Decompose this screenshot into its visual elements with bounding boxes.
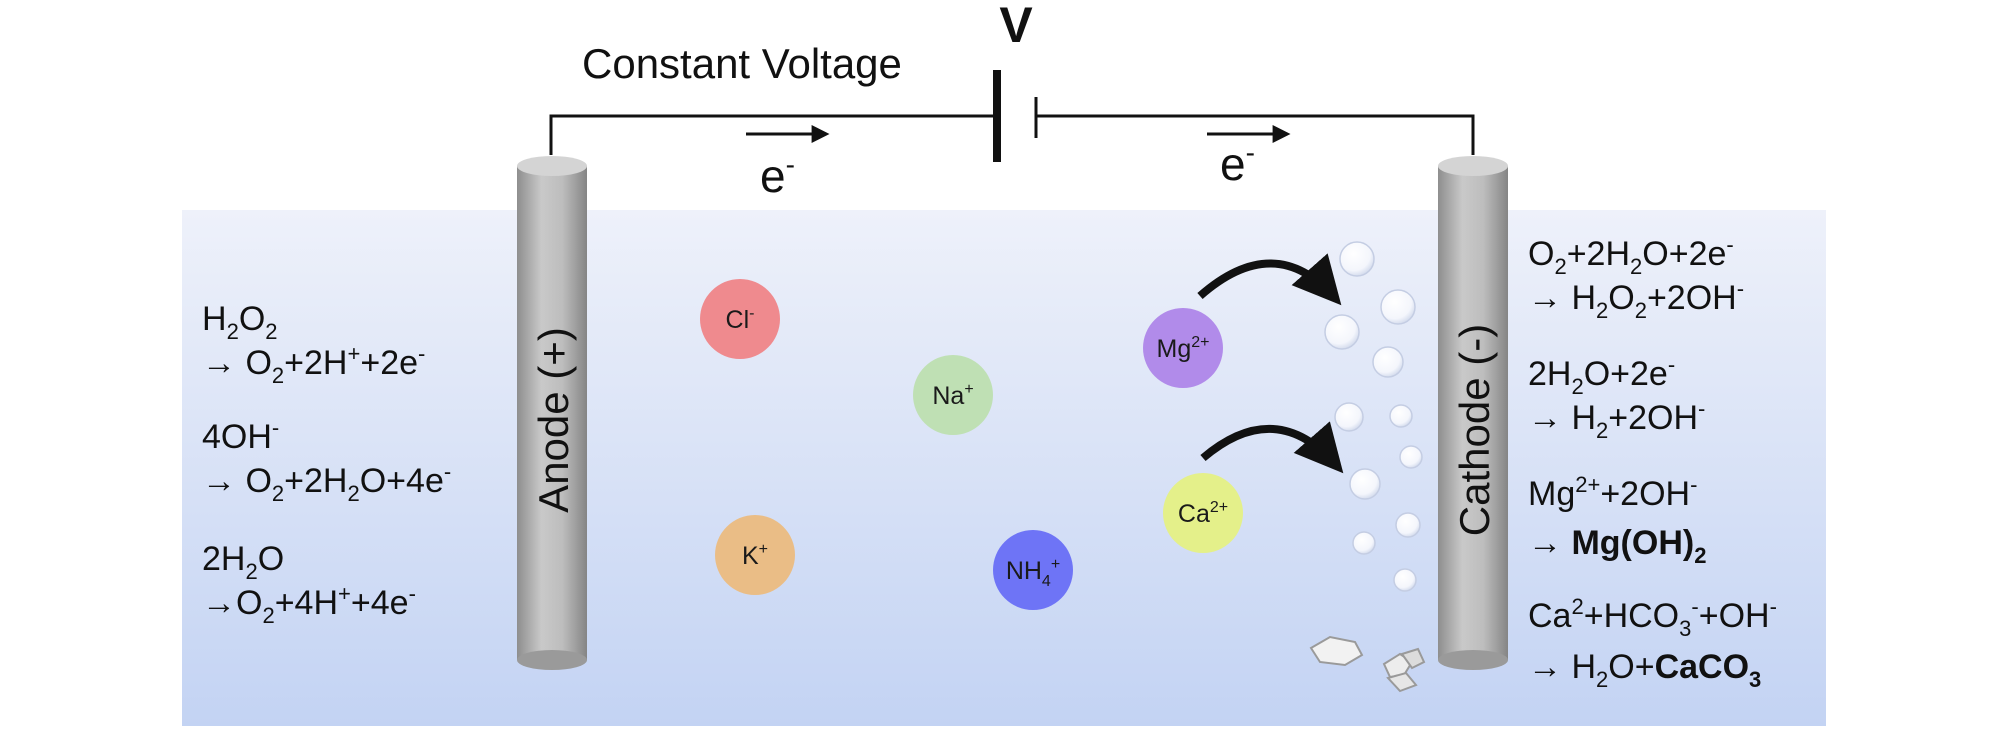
cathode-electrode: Cathode (-) <box>1438 156 1508 670</box>
bubble <box>1352 531 1376 555</box>
bubble <box>1324 314 1360 350</box>
ion-ca: Ca2+ <box>1163 473 1243 553</box>
bubble <box>1334 402 1364 432</box>
battery-symbol <box>993 70 1038 162</box>
svg-text:K+: K+ <box>742 541 768 570</box>
anode-reaction-3-line1: 2H2O <box>202 540 284 584</box>
anode-reaction-1-line2: → O2+2H++2e- <box>202 341 425 388</box>
anode-reactions: H2O2 → O2+2H++2e- 4OH- → O2+2H2O+4e- 2H2… <box>202 300 451 628</box>
bubble <box>1380 289 1416 325</box>
migration-arrow-ca <box>1200 421 1344 474</box>
svg-text:Ca2+: Ca2+ <box>1178 499 1228 528</box>
cathode-reaction-2-line1: 2H2O+2e- <box>1528 352 1675 399</box>
cathode-reaction-4-line2: → H2O+CaCO3 <box>1528 648 1761 692</box>
anode-electrode: Anode (+) <box>517 156 587 670</box>
bubble <box>1339 241 1375 277</box>
precipitate-crystals <box>1309 635 1426 693</box>
bubble <box>1389 404 1413 428</box>
gas-bubbles <box>1324 241 1423 592</box>
ion-na: Na+ <box>913 355 993 435</box>
migration-arrow-mg <box>1197 253 1342 306</box>
cathode-reaction-2-line2: → H2+2OH- <box>1528 396 1705 443</box>
cathode-reactions: O2+2H2O+2e- → H2O2+2OH- 2H2O+2e- → H2+2O… <box>1528 232 1777 692</box>
svg-text:Cl-: Cl- <box>726 305 755 334</box>
circuit-title: Constant Voltage <box>582 40 902 87</box>
anode-reaction-2-line1: 4OH- <box>202 415 279 456</box>
ion-nh4: NH4+ <box>993 530 1073 610</box>
bubble <box>1372 346 1404 378</box>
cathode-label: Cathode (-) <box>1451 324 1498 536</box>
ion-cl: Cl- <box>700 279 780 359</box>
circuit-wire <box>549 114 1475 155</box>
electrolyte-solution <box>182 210 1826 726</box>
bubble <box>1393 568 1417 592</box>
cathode-reaction-3-line1: Mg2++2OH- <box>1528 472 1697 513</box>
anode-reaction-2-line2: → O2+2H2O+4e- <box>202 459 451 506</box>
bubble <box>1349 468 1381 500</box>
voltage-symbol: V <box>999 0 1033 53</box>
svg-text:NH4+: NH4+ <box>1006 556 1060 590</box>
cathode-reaction-4-line1: Ca2+HCO3-+OH- <box>1528 594 1777 641</box>
ion-k: K+ <box>715 515 795 595</box>
electron-label-right: e- <box>1220 137 1255 190</box>
electron-label-left: e- <box>760 149 795 202</box>
bubble <box>1399 445 1423 469</box>
cathode-reaction-1-line2: → H2O2+2OH- <box>1528 276 1744 323</box>
ion-mg: Mg2+ <box>1143 308 1223 388</box>
cathode-reaction-3-line2: → Mg(OH)2 <box>1528 524 1706 568</box>
bubble <box>1395 512 1421 538</box>
svg-text:Na+: Na+ <box>932 381 973 410</box>
cathode-reaction-1-line1: O2+2H2O+2e- <box>1528 232 1734 279</box>
svg-text:Mg2+: Mg2+ <box>1157 334 1210 363</box>
anode-reaction-3-line2: →O2+4H++4e- <box>202 581 416 628</box>
anode-label: Anode (+) <box>530 327 577 513</box>
anode-reaction-1-line1: H2O2 <box>202 300 278 344</box>
